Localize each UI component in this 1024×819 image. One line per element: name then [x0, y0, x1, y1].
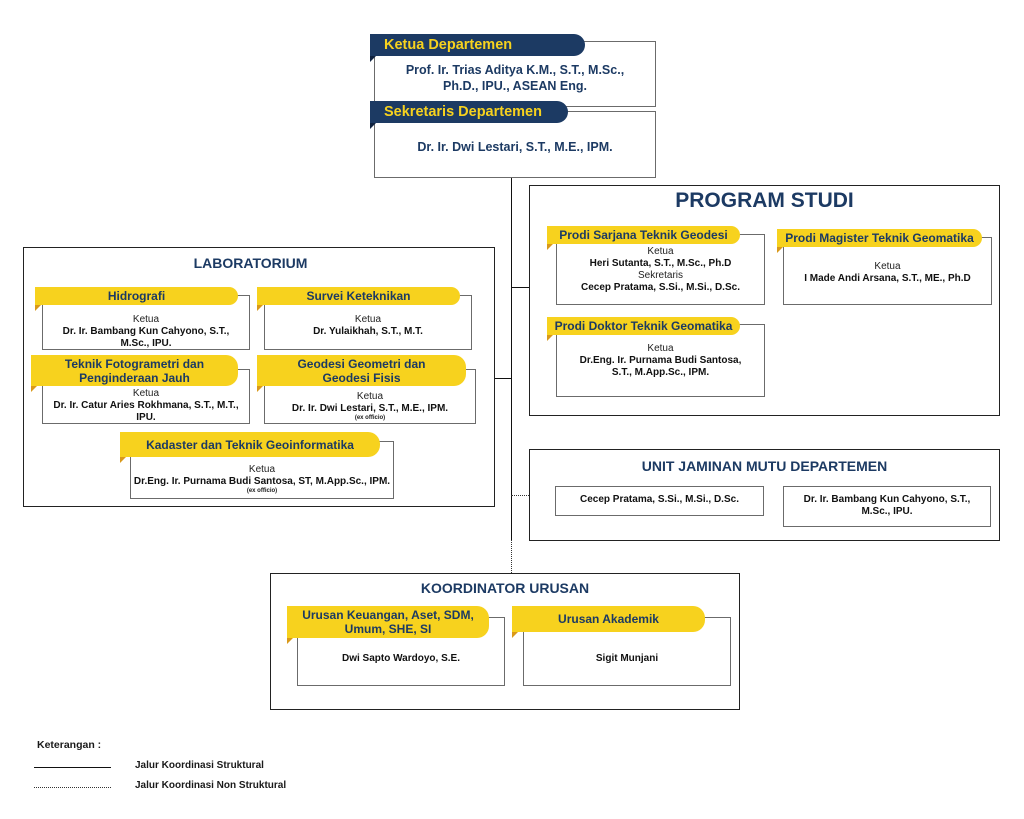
prodi-magister-label: Prodi Magister Teknik Geomatika [785, 231, 974, 245]
lab-geodesi-label: Geodesi Geometri dan Geodesi Fisis [257, 355, 466, 386]
lab-kadaster-name: Dr.Eng. Ir. Purnama Budi Santosa, ST, M.… [133, 476, 391, 487]
legend-non-structural-label: Jalur Koordinasi Non Struktural [135, 780, 287, 791]
lab-geodesi-tab: Geodesi Geometri dan Geodesi Fisis [257, 355, 466, 392]
lab-kadaster-label: Kadaster dan Teknik Geoinformatika [146, 437, 354, 452]
main-trunk-line [511, 178, 512, 540]
lab-fotogrametri-role: Ketua [132, 388, 160, 399]
ketua-name-line-1: Prof. Ir. Trias Aditya K.M., S.T., M.Sc.… [405, 63, 625, 77]
lab-geodesi-role: Ketua [356, 391, 384, 402]
prodi-magister-name: I Made Andi Arsana, S.T., ME., Ph.D [804, 273, 971, 284]
prodi-sarjana-role-ketua: Ketua [647, 246, 674, 257]
lab-hidrografi-name-1: Dr. Ir. Bambang Kun Cahyono, S.T., [62, 326, 230, 337]
prodi-magister-box [783, 237, 992, 305]
lab-geodesi-content: Ketua Dr. Ir. Dwi Lestari, S.T., M.E., I… [264, 391, 476, 422]
lab-geodesi-label-2: Geodesi Fisis [322, 370, 401, 385]
lab-hidrografi-content: Ketua Dr. Ir. Bambang Kun Cahyono, S.T.,… [42, 314, 250, 350]
lab-kadaster-role: Ketua [248, 464, 276, 475]
lab-hidrografi-name-2: M.Sc., IPU. [120, 338, 172, 349]
lab-survei-name: Dr. Yulaikhah, S.T., M.T. [313, 326, 423, 337]
lab-survei-content: Ketua Dr. Yulaikhah, S.T., M.T. [264, 314, 472, 338]
ujm-member-2-box [783, 486, 991, 527]
ujm-member-2-line-1: Dr. Ir. Bambang Kun Cahyono, S.T., [803, 494, 971, 505]
urusan-keuangan-label-1: Urusan Keuangan, Aset, SDM, [302, 608, 474, 622]
unit-jaminan-mutu-heading: UNIT JAMINAN MUTU DEPARTEMEN [641, 458, 888, 474]
prodi-sarjana-sekretaris-name: Cecep Pratama, S.Si., M.Si., D.Sc. [581, 282, 740, 293]
prodi-doktor-tab: Prodi Doktor Teknik Geomatika [547, 317, 740, 341]
prodi-sarjana-box [556, 234, 765, 305]
prodi-doktor-label: Prodi Doktor Teknik Geomatika [554, 319, 733, 333]
urusan-keuangan-tab: Urusan Keuangan, Aset, SDM, Umum, SHE, S… [287, 606, 489, 644]
koordinator-urusan-heading: KOORDINATOR URUSAN [420, 580, 590, 596]
sekretaris-departemen-label: Sekretaris Departemen [384, 104, 542, 120]
ketua-departemen-name: Prof. Ir. Trias Aditya K.M., S.T., M.Sc.… [378, 62, 652, 94]
ketua-departemen-label: Ketua Departemen [384, 37, 513, 53]
prodi-doktor-content: Ketua Dr.Eng. Ir. Purnama Budi Santosa, … [556, 343, 765, 379]
legend-title: Keterangan : [37, 739, 102, 751]
prodi-sarjana-ketua-name: Heri Sutanta, S.T., M.Sc., Ph.D [589, 258, 732, 269]
prodi-doktor-name-1: Dr.Eng. Ir. Purnama Budi Santosa, [579, 355, 742, 366]
laboratorium-heading: LABORATORIUM [193, 255, 308, 271]
sekretaris-departemen-tab: Sekretaris Departemen [370, 101, 568, 129]
prodi-doktor-role: Ketua [647, 343, 674, 354]
urusan-akademik-label: Urusan Akademik [558, 612, 659, 626]
legend-dotted-line [34, 787, 111, 788]
lab-geodesi-label-1: Geodesi Geometri dan [297, 356, 426, 371]
ketua-name-line-2: Ph.D., IPU., ASEAN Eng. [443, 79, 587, 93]
prodi-sarjana-role-sekretaris: Sekretaris [637, 270, 683, 281]
lab-fotogrametri-label: Teknik Fotogrametri dan Penginderaan Jau… [31, 355, 238, 386]
lab-kadaster-note: (ex officio) [246, 488, 278, 494]
lab-hidrografi-role: Ketua [132, 314, 160, 325]
urusan-keuangan-label-2: Umum, SHE, SI [344, 622, 432, 636]
prodi-doktor-name-2: S.T., M.App.Sc., IPM. [611, 367, 710, 378]
ujm-member-1-box [555, 486, 764, 516]
ketua-departemen-tab: Ketua Departemen [370, 34, 585, 62]
laboratorium-connector [495, 378, 512, 379]
lab-geodesi-note: (ex officio) [354, 415, 386, 421]
urusan-akademik-tab: Urusan Akademik [512, 606, 705, 638]
urusan-keuangan-label: Urusan Keuangan, Aset, SDM, Umum, SHE, S… [287, 606, 489, 638]
legend-structural-label: Jalur Koordinasi Struktural [135, 760, 264, 771]
program-studi-connector [511, 287, 529, 288]
prodi-sarjana-label: Prodi Sarjana Teknik Geodesi [559, 228, 728, 242]
lab-fotogrametri-name-1: Dr. Ir. Catur Aries Rokhmana, S.T., M.T.… [53, 400, 239, 411]
prodi-magister-role: Ketua [874, 261, 901, 272]
lab-survei-role: Ketua [354, 314, 382, 325]
ujm-member-1-name: Cecep Pratama, S.Si., M.Si., D.Sc. [580, 494, 739, 505]
lab-fotogrametri-label-1: Teknik Fotogrametri dan [64, 356, 205, 371]
lab-kadaster-content: Ketua Dr.Eng. Ir. Purnama Budi Santosa, … [130, 464, 394, 495]
urusan-keuangan-name: Dwi Sapto Wardoyo, S.E. [342, 653, 460, 664]
legend-solid-line [34, 767, 111, 768]
prodi-sarjana-content: Ketua Heri Sutanta, S.T., M.Sc., Ph.D Se… [556, 246, 765, 294]
lab-kadaster-tab: Kadaster dan Teknik Geoinformatika [120, 432, 380, 463]
lab-fotogrametri-content: Ketua Dr. Ir. Catur Aries Rokhmana, S.T.… [42, 388, 250, 424]
lab-fotogrametri-tab: Teknik Fotogrametri dan Penginderaan Jau… [31, 355, 238, 392]
sekretaris-departemen-name: Dr. Ir. Dwi Lestari, S.T., M.E., IPM. [417, 140, 613, 154]
program-studi-heading: PROGRAM STUDI [675, 189, 854, 212]
lab-survei-label: Survei Keteknikan [306, 289, 411, 303]
lab-fotogrametri-name-2: IPU. [136, 412, 156, 423]
prodi-magister-content: Ketua I Made Andi Arsana, S.T., ME., Ph.… [783, 261, 992, 285]
urusan-akademik-name: Sigit Munjani [595, 653, 659, 664]
unit-jaminan-mutu-connector [511, 495, 529, 496]
lab-survei-tab: Survei Keteknikan [257, 287, 460, 311]
lab-geodesi-name: Dr. Ir. Dwi Lestari, S.T., M.E., IPM. [291, 403, 449, 414]
lab-hidrografi-label: Hidrografi [107, 289, 166, 303]
trunk-dotted-line [511, 540, 512, 573]
ujm-member-2-name: Dr. Ir. Bambang Kun Cahyono, S.T., M.Sc.… [783, 494, 991, 518]
ujm-member-2-line-2: M.Sc., IPU. [861, 506, 913, 517]
prodi-sarjana-tab: Prodi Sarjana Teknik Geodesi [547, 226, 740, 250]
lab-hidrografi-tab: Hidrografi [35, 287, 238, 311]
lab-fotogrametri-label-2: Penginderaan Jauh [79, 370, 190, 385]
prodi-magister-tab: Prodi Magister Teknik Geomatika [777, 229, 982, 253]
